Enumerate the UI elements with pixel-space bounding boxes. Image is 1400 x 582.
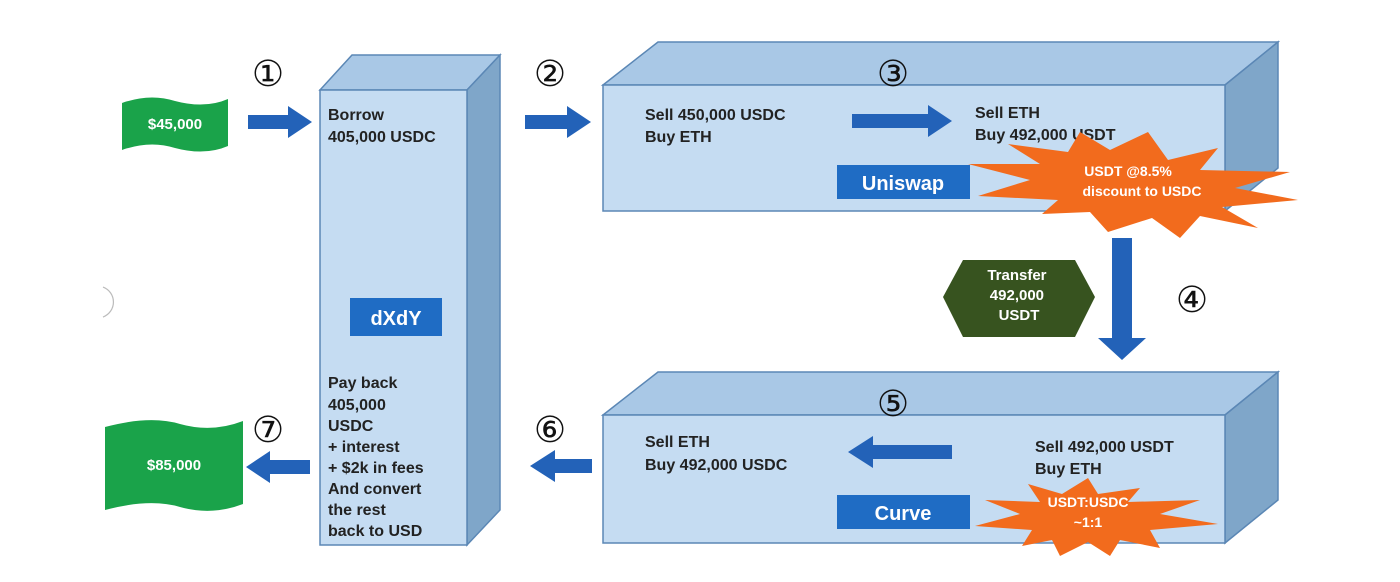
uniswap-box-top <box>600 41 1281 86</box>
uniswap-label: Uniswap <box>862 173 944 195</box>
end-money-label: $85,000 <box>147 457 201 474</box>
transfer-line-2: 492,000 <box>990 287 1044 304</box>
uniswap-burst-line-2: discount to USDC <box>1083 183 1202 199</box>
curve-label: Curve <box>875 503 932 525</box>
step-1-number: ① <box>252 54 284 95</box>
curve-ratio-burst <box>975 478 1218 556</box>
dydx-payback-line-3: USDC <box>328 418 374 435</box>
partial-circle-mark <box>102 286 115 318</box>
arrow-step-3 <box>852 105 952 137</box>
step-2-number: ② <box>534 54 566 95</box>
start-money-icon: $45,000 <box>122 97 228 152</box>
arrow-step-6 <box>530 450 592 482</box>
svg-text:USDT:USDC ~1:1: USDT:USDC ~1:1 <box>1048 494 1133 530</box>
uniswap-left-line-2: Buy ETH <box>645 129 712 146</box>
curve-burst-line-2: ~1:1 <box>1074 514 1103 530</box>
curve-burst-line-1: USDT:USDC <box>1048 494 1129 510</box>
curve-label-box <box>837 495 970 529</box>
uniswap-burst-line-1: USDT @8.5% <box>1084 163 1172 179</box>
dydx-box: Borrow 405,000 USDC dXdY Pay back 405,00… <box>318 53 502 547</box>
end-money-icon: $85,000 <box>105 420 243 511</box>
dydx-payback-line-7: the rest <box>328 502 386 519</box>
dydx-payback-line-8: back to USD <box>328 523 422 540</box>
step-7-number: ⑦ <box>252 410 284 451</box>
arrow-step-7 <box>246 451 310 483</box>
arrow-step-5 <box>848 436 952 468</box>
step-6-number: ⑥ <box>534 410 566 451</box>
step-3-number: ③ <box>877 54 909 95</box>
curve-box-top <box>600 371 1281 416</box>
svg-text:Transfer 492,000 USDT: Transfer 492,000 USDT <box>987 267 1050 324</box>
svg-text:Sell ETH Buy 492,000 USD: Sell ETH Buy 492,000 USDC <box>645 434 788 474</box>
dydx-payback-line-5: + $2k in fees <box>328 460 424 477</box>
transfer-line-3: USDT <box>999 307 1040 324</box>
uniswap-label-box <box>837 165 970 199</box>
svg-text:Pay back 405,000 U: Pay back 405,000 USDC + interest + $2k i… <box>328 375 428 540</box>
step-5-number: ⑤ <box>877 384 909 425</box>
svg-text:Sell 492,000 USDT Buy ET: Sell 492,000 USDT Buy ETH <box>1035 439 1178 478</box>
svg-text:Borrow 405,000 USDC: Borrow 405,000 USDC <box>328 107 436 146</box>
dydx-payback-line-1: Pay back <box>328 375 397 392</box>
dydx-payback-line-4: + interest <box>328 439 400 456</box>
dydx-borrow-line-2: 405,000 USDC <box>328 129 436 146</box>
dydx-payback-line-2: 405,000 <box>328 397 386 414</box>
uniswap-left-line-1: Sell 450,000 USDC <box>645 107 786 124</box>
dydx-label: dXdY <box>370 308 422 330</box>
dydx-box-side <box>466 53 501 547</box>
dydx-borrow-line-1: Borrow <box>328 107 385 124</box>
step-4-number: ④ <box>1176 280 1208 321</box>
uniswap-discount-burst <box>968 132 1298 238</box>
dydx-label-box <box>350 298 442 336</box>
svg-text:Sell 450,000 USDC Buy ET: Sell 450,000 USDC Buy ETH <box>645 107 790 146</box>
dydx-payback-line-6: And convert <box>328 481 422 498</box>
uniswap-right-line-1: Sell ETH <box>975 105 1040 122</box>
start-money-label: $45,000 <box>148 116 202 133</box>
transfer-line-1: Transfer <box>987 267 1046 284</box>
curve-right-line-1: Sell 492,000 USDT <box>1035 439 1174 456</box>
curve-right-line-2: Buy ETH <box>1035 461 1102 478</box>
transfer-hexagon <box>943 260 1095 337</box>
curve-left-line-1: Sell ETH <box>645 434 710 451</box>
arrow-step-2 <box>525 106 591 138</box>
curve-left-line-2: Buy 492,000 USDC <box>645 457 788 474</box>
svg-text:USDT @8.5% discount to USD: USDT @8.5% discount to USDC <box>1083 163 1202 199</box>
arrow-step-1 <box>248 106 312 138</box>
arrow-step-4 <box>1098 238 1146 360</box>
